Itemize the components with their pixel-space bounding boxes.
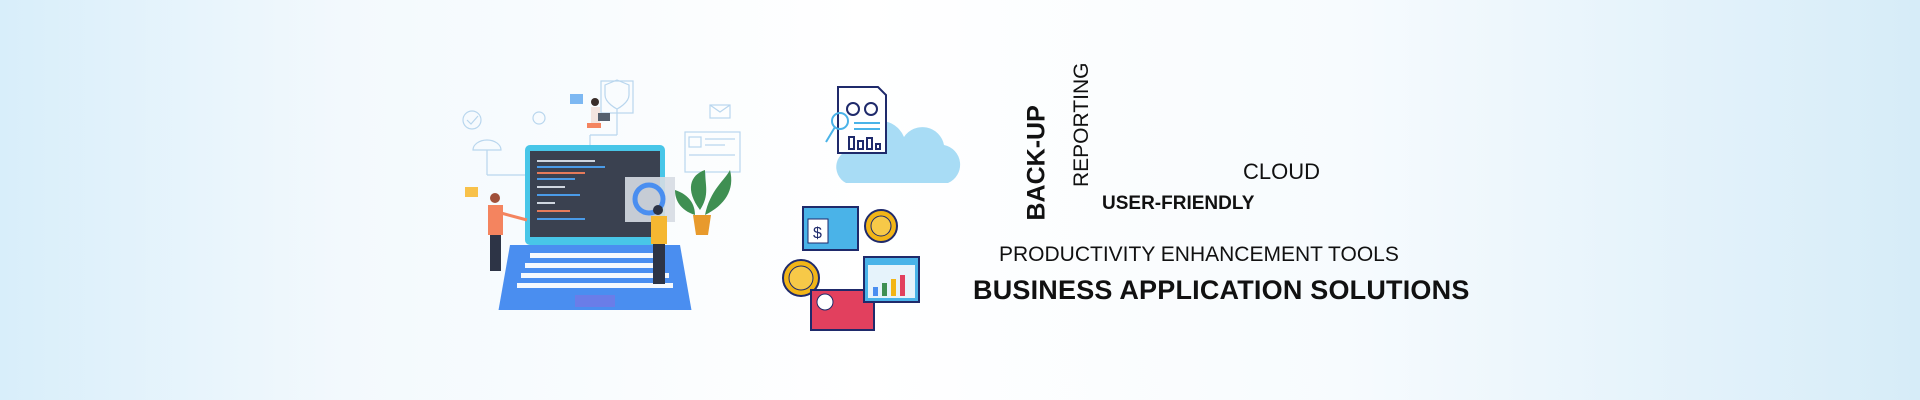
report-document-icon [837,86,887,154]
payment-window-icon: $ [802,206,859,251]
keyword-productivity: PRODUCTIVITY ENHANCEMENT TOOLS [999,243,1399,266]
developer-laptop-illustration [462,79,741,310]
analytics-window-icon [863,256,920,303]
keyword-backup: BACK-UP [1022,105,1051,221]
report-cloud-icon [825,86,961,183]
svg-text:$: $ [813,225,822,242]
bitcoin-coin-icon [782,259,820,297]
dollar-coin-icon [864,209,898,243]
finance-icons: $ [782,206,920,331]
keyword-user-friendly: USER-FRIENDLY [1102,193,1255,214]
keyword-reporting: REPORTING [1070,62,1093,187]
headline: BUSINESS APPLICATION SOLUTIONS [973,275,1470,305]
keyword-cloud: CLOUD [1243,159,1321,184]
